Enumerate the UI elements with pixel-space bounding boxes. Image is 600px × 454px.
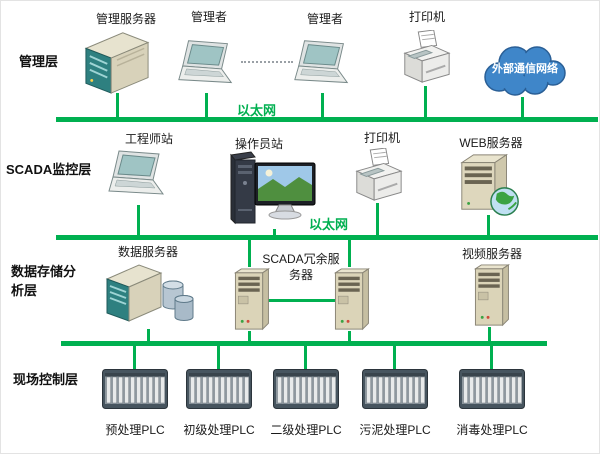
scada-redundant-server-2-icon [327, 267, 373, 333]
connector-line [248, 331, 251, 341]
management-server-label: 管理服务器 [95, 12, 156, 26]
storage-layer-label: 数据存储分析层 [11, 264, 77, 298]
connector-line [133, 346, 136, 369]
plc-pretreatment-label: 预处理PLC [105, 423, 165, 437]
connector-line [348, 240, 351, 267]
connector-line [137, 205, 140, 235]
connector-line [321, 93, 324, 117]
connector-line [248, 240, 251, 267]
connector-line [490, 346, 493, 369]
management-printer-icon [399, 29, 453, 87]
connector-line [393, 346, 396, 369]
management-layer-label: 管理层 [19, 54, 59, 69]
operator-station-workstation-icon [225, 149, 317, 231]
connector-line [273, 229, 276, 235]
scada-layer-label: SCADA监控层 [6, 162, 92, 177]
connector-line [376, 203, 379, 235]
plc-disinfection-icon [459, 369, 525, 409]
field-layer-label: 现场控制层 [13, 372, 79, 387]
ethernet-label-top: 以太网 [237, 103, 277, 118]
plc-pretreatment-icon [102, 369, 168, 409]
connector-line [217, 346, 220, 369]
manager-link-dotted-line [241, 61, 293, 63]
web-server-icon [449, 149, 529, 217]
connector-line [116, 93, 119, 117]
manager-left-laptop-icon [173, 39, 241, 95]
video-server-icon [467, 263, 513, 329]
connector-line [304, 346, 307, 369]
scada-redundant-server-label: SCADA冗余服务器 [262, 252, 340, 283]
manager-left-label: 管理者 [190, 10, 227, 24]
scada-redundant-server-1-icon [227, 267, 273, 333]
manager-right-label: 管理者 [306, 12, 343, 26]
management-printer-label: 打印机 [408, 10, 445, 24]
plc-sludge-icon [362, 369, 428, 409]
management-server-icon [81, 27, 153, 95]
operator-station-label: 操作员站 [234, 137, 283, 151]
plc-sludge-label: 污泥处理PLC [359, 423, 431, 437]
ethernet-bus-top [56, 117, 598, 122]
connector-line [205, 93, 208, 117]
engineer-station-laptop-icon [103, 149, 173, 207]
connector-line [348, 331, 351, 341]
manager-right-laptop-icon [289, 39, 357, 95]
ethernet-bus-middle [56, 235, 598, 240]
web-server-label: WEB服务器 [459, 136, 523, 150]
connector-line [147, 329, 150, 341]
scada-printer-label: 打印机 [363, 131, 400, 145]
plc-disinfection-label: 消毒处理PLC [456, 423, 528, 437]
connector-line [521, 97, 524, 117]
scada-printer-icon [351, 147, 405, 205]
engineer-station-label: 工程师站 [124, 132, 173, 146]
plc-secondary-icon [273, 369, 339, 409]
data-server-label: 数据服务器 [117, 245, 178, 259]
ethernet-label-middle: 以太网 [309, 217, 349, 232]
plc-primary-label: 初级处理PLC [183, 423, 255, 437]
connector-line [487, 215, 490, 235]
connector-line [488, 327, 491, 341]
plc-primary-icon [186, 369, 252, 409]
fieldbus-line [61, 341, 547, 346]
video-server-label: 视频服务器 [461, 247, 522, 261]
redundant-server-link-line [250, 299, 350, 302]
data-server-icon [105, 259, 197, 331]
connector-line [424, 86, 427, 117]
external-network-label: 外部通信网络 [492, 63, 558, 75]
plc-secondary-label: 二级处理PLC [270, 423, 342, 437]
